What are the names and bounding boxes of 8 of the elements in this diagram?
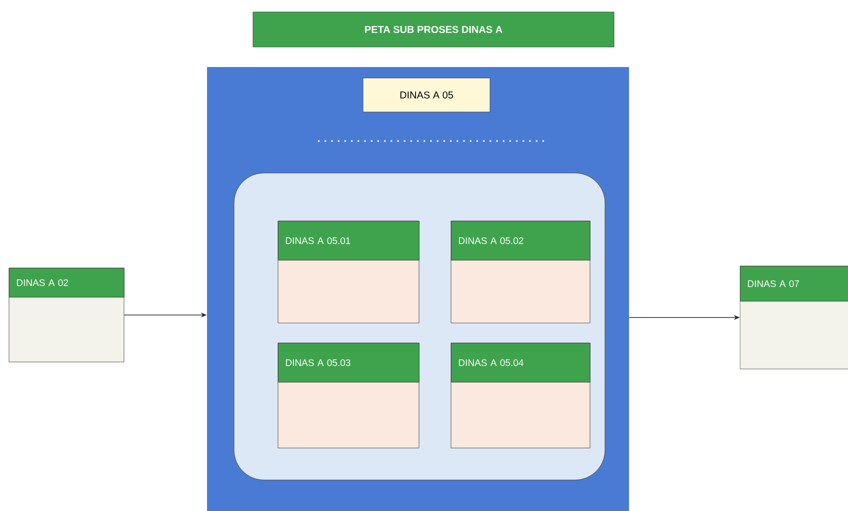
process-box: DINAS A 02 [8, 268, 124, 362]
process-box: DINAS A 07 [740, 266, 848, 370]
process-box: DINAS A 05.03 [278, 342, 420, 448]
process-box: DINAS A 05.01 [278, 220, 420, 324]
process-box: DINAS A 05.04 [450, 342, 590, 448]
process-box: DINAS A 05.02 [450, 220, 590, 324]
process-label: DINAS A 05 [362, 78, 490, 112]
title-banner: PETA SUB PROSES DINAS A [252, 12, 614, 48]
